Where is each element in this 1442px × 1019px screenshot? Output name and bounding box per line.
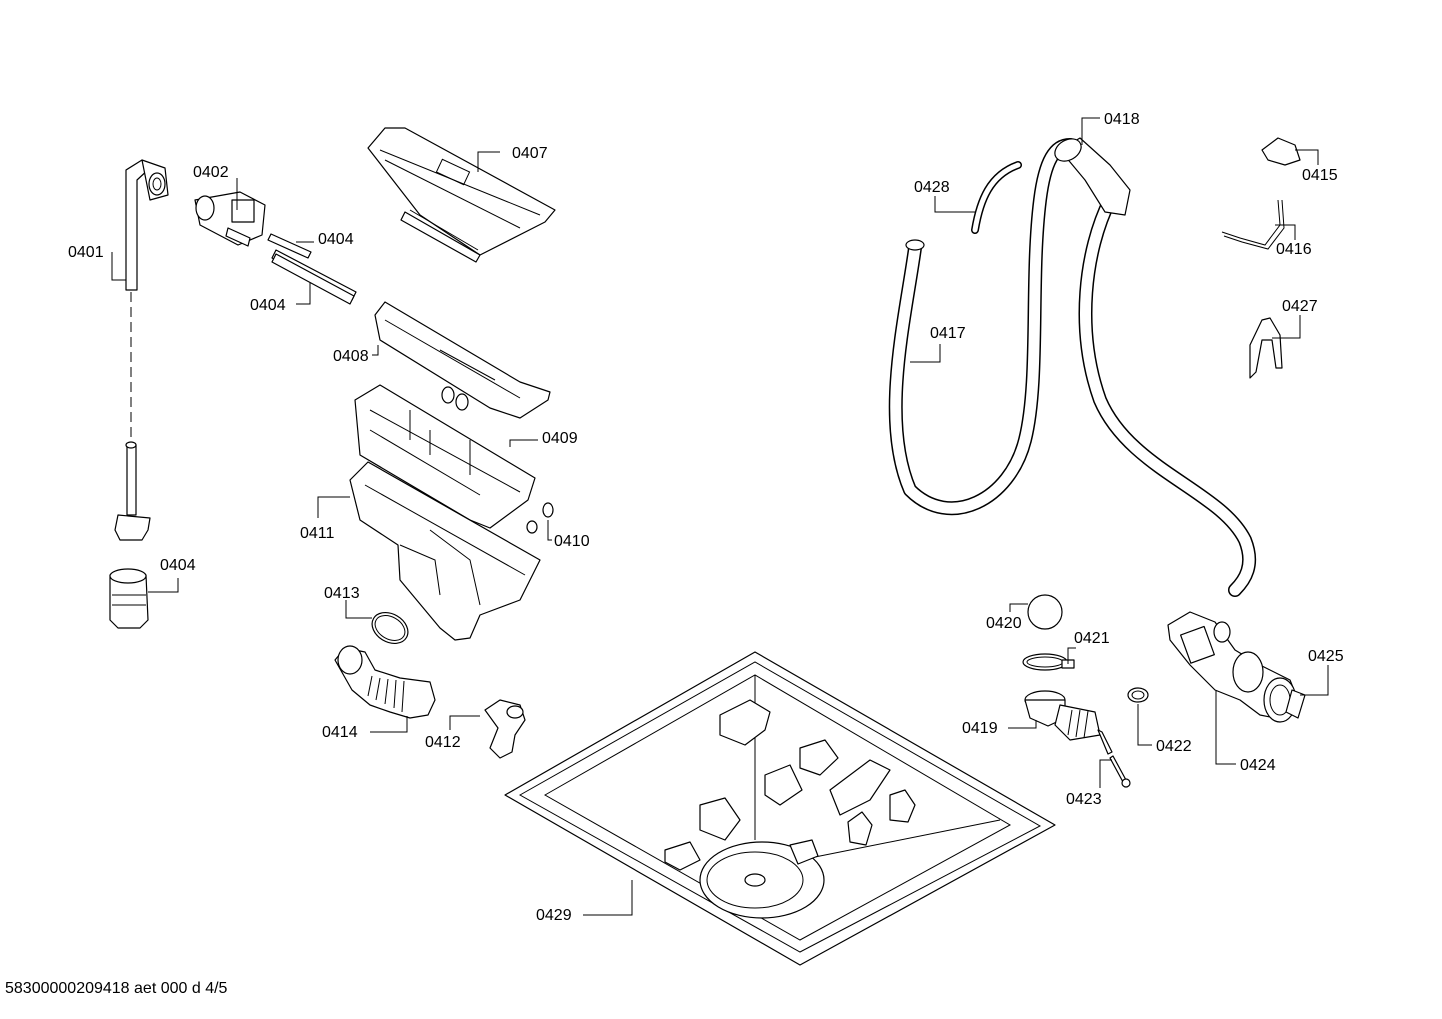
part-0418-drain-hose bbox=[1054, 137, 1257, 597]
leader-0410 bbox=[547, 520, 552, 541]
leader-0418 bbox=[1081, 117, 1100, 145]
part-0415-clip bbox=[1261, 137, 1301, 166]
label-0412: 0412 bbox=[425, 734, 461, 751]
leader-0408 bbox=[372, 345, 379, 356]
part-0416-bracket bbox=[1221, 199, 1285, 250]
label-0419: 0419 bbox=[962, 720, 998, 737]
label-0424: 0424 bbox=[1240, 757, 1276, 774]
part-0408-drawer bbox=[374, 301, 551, 419]
label-0415: 0415 bbox=[1302, 167, 1338, 184]
part-0419-trap bbox=[1024, 690, 1113, 755]
label-0429: 0429 bbox=[536, 907, 572, 924]
leader-0414 bbox=[370, 716, 408, 733]
label-0404-upper: 0404 bbox=[318, 231, 354, 248]
leader-0428 bbox=[934, 196, 975, 213]
part-0409-housing-upper bbox=[354, 384, 536, 529]
leader-0424 bbox=[1215, 690, 1236, 765]
part-0429-base-tray bbox=[504, 651, 1056, 966]
label-0427: 0427 bbox=[1282, 298, 1318, 315]
leader-0421 bbox=[1067, 647, 1076, 664]
part-0410-screws bbox=[526, 502, 554, 534]
leader-0411 bbox=[317, 496, 350, 518]
label-0413: 0413 bbox=[324, 585, 360, 602]
label-0408: 0408 bbox=[333, 348, 369, 365]
part-0427-hook bbox=[1249, 317, 1283, 379]
label-0421: 0421 bbox=[1074, 630, 1110, 647]
part-0425-filter-cap bbox=[1263, 677, 1306, 723]
leader-0404-adapter bbox=[148, 578, 179, 593]
label-0420: 0420 bbox=[986, 615, 1022, 632]
leader-0422 bbox=[1137, 704, 1152, 746]
label-0407: 0407 bbox=[512, 145, 548, 162]
part-0412-elbow bbox=[484, 699, 526, 759]
label-0418: 0418 bbox=[1104, 111, 1140, 128]
part-0414-bellows bbox=[334, 645, 436, 719]
label-0414: 0414 bbox=[322, 724, 358, 741]
label-0402: 0402 bbox=[193, 164, 229, 181]
drawing-number: 58300000209418 aet 000 d 4/5 bbox=[5, 980, 228, 997]
part-0413-ring bbox=[371, 611, 409, 645]
part-0421-clamp bbox=[1022, 653, 1075, 671]
part-0407-dispenser-top bbox=[367, 127, 556, 263]
label-0404-adapter: 0404 bbox=[160, 557, 196, 574]
part-0428-small-hose bbox=[971, 161, 1022, 234]
label-0411: 0411 bbox=[300, 525, 335, 542]
leader-0419 bbox=[1008, 720, 1037, 729]
leader-0420 bbox=[1009, 603, 1028, 612]
leader-0416 bbox=[1275, 224, 1296, 240]
leader-0429 bbox=[583, 880, 633, 916]
label-0410: 0410 bbox=[554, 533, 590, 550]
part-0411-housing-lower bbox=[349, 461, 541, 641]
part-0422-clip bbox=[1127, 687, 1149, 703]
leader-0401 bbox=[111, 252, 126, 281]
leader-0404-lower bbox=[296, 282, 311, 305]
leader-0425 bbox=[1300, 665, 1329, 696]
leader-0413 bbox=[345, 600, 372, 619]
label-0409: 0409 bbox=[542, 430, 578, 447]
leader-0412 bbox=[449, 715, 480, 730]
part-0420-ring bbox=[1027, 594, 1063, 630]
label-0417: 0417 bbox=[930, 325, 966, 342]
part-0404-tubes bbox=[267, 233, 357, 305]
label-0404-lower: 0404 bbox=[250, 297, 286, 314]
leader-0427 bbox=[1272, 315, 1301, 339]
label-0401: 0401 bbox=[68, 244, 104, 261]
part-0402-valve bbox=[194, 191, 266, 247]
leader-0423 bbox=[1099, 759, 1112, 788]
label-0422: 0422 bbox=[1156, 738, 1192, 755]
part-0423-screw bbox=[1109, 755, 1131, 788]
leader-0409 bbox=[509, 439, 538, 447]
leader-0415 bbox=[1295, 149, 1319, 165]
part-0401-inlet-pipe bbox=[114, 159, 169, 541]
part-0404-adapter bbox=[109, 568, 149, 629]
label-0425: 0425 bbox=[1308, 648, 1344, 665]
label-0428: 0428 bbox=[914, 179, 950, 196]
leader-0417 bbox=[910, 344, 941, 363]
part-0417-hose bbox=[888, 138, 1077, 516]
label-0423: 0423 bbox=[1066, 791, 1102, 808]
label-0416: 0416 bbox=[1276, 241, 1312, 258]
leader-0407 bbox=[477, 151, 500, 172]
